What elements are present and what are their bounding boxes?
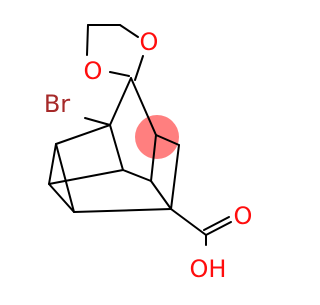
molecule-drawing: O O Br O OH <box>44 24 253 283</box>
bond-cbr-center <box>109 124 124 171</box>
carbonyl-oxygen-label: O <box>234 202 253 230</box>
oxygen-label-ring-left: O <box>84 57 103 85</box>
bond-cbr-br <box>84 117 111 126</box>
bond-carbonyl-2 <box>203 216 230 231</box>
bond-left-lowerleft <box>48 143 57 185</box>
bond-center-lowerright <box>122 169 152 182</box>
oxygen-label-ring-right: O <box>140 28 159 56</box>
bond-bottom <box>73 208 172 213</box>
bond-highlight-down <box>150 134 157 182</box>
bond-left-bottom <box>55 143 75 213</box>
structure-canvas: O O Br O OH <box>43 24 253 283</box>
bond-carbonyl-1 <box>205 221 232 236</box>
bond-right-bottomright <box>170 144 180 210</box>
bond-highlight-right <box>155 134 180 146</box>
bond-o-spiro-c <box>109 71 130 77</box>
bond-lowerleft-bottom <box>48 183 75 213</box>
bond-ring-ch2-o <box>86 24 89 56</box>
bond-lowerright-bottomright <box>150 180 172 210</box>
bond-ring-ch2-o2 <box>119 24 139 38</box>
bromine-label: Br <box>44 90 70 118</box>
highlighted-atom <box>135 115 179 159</box>
bond-lowerleft-center <box>48 169 124 185</box>
bond-spiro-highlight <box>130 77 157 136</box>
bond-spiro-cbr <box>109 77 132 126</box>
bond-o2-spiro-c <box>134 55 144 81</box>
hydroxyl-label: OH <box>190 255 227 283</box>
bond-lines <box>48 24 232 246</box>
bond-cage-carboxyl <box>170 208 207 236</box>
bond-cbr-left <box>55 124 111 145</box>
